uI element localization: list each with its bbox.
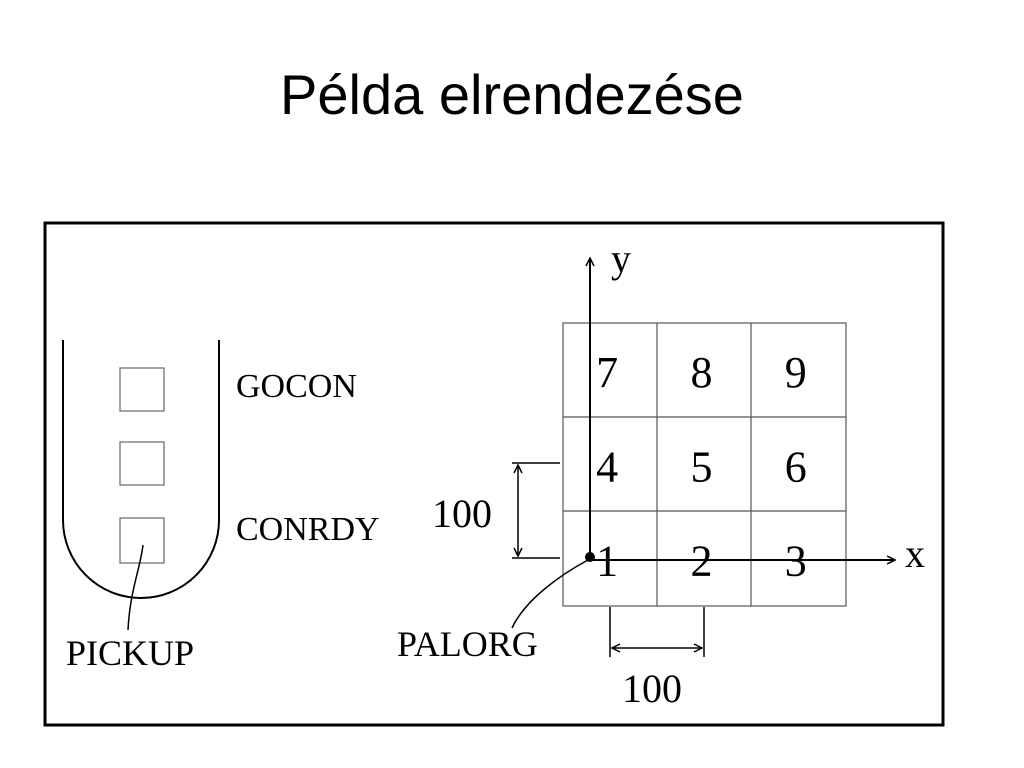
grid-cell-5: 5 [690, 442, 712, 491]
grid-cell-3: 3 [785, 537, 807, 586]
grid-cell-2: 2 [690, 537, 712, 586]
conveyor-slot-middle [119, 441, 165, 486]
y-axis-label: y [611, 236, 631, 281]
grid-cell-7: 7 [596, 348, 618, 397]
dimension-horizontal-label: 100 [622, 666, 682, 711]
grid-cell-1: 1 [596, 537, 618, 586]
grid-cell-8: 8 [690, 348, 712, 397]
label-palorg: PALORG [397, 624, 538, 664]
palorg-leader [511, 559, 589, 629]
slide-title: Példa elrendezése [280, 63, 744, 126]
pallet-grid [562, 322, 847, 607]
grid-cell-4: 4 [596, 442, 618, 491]
label-pickup: PICKUP [66, 633, 194, 673]
vertical-dimension [512, 462, 560, 559]
label-conrdy: CONRDY [236, 511, 380, 548]
conveyor-slot-pickup [119, 517, 165, 564]
label-gocon: GOCON [236, 368, 357, 405]
grid-cell-6: 6 [785, 442, 807, 491]
dimension-vertical-label: 100 [432, 491, 492, 536]
diagram-frame [43, 221, 945, 727]
cell-numbers: 7 8 9 4 5 6 1 2 3 [596, 348, 807, 586]
pickup-leader [127, 544, 144, 631]
x-axis-label: x [905, 531, 925, 576]
conveyor-slot-gocon [119, 367, 165, 412]
grid-cell-9: 9 [785, 348, 807, 397]
conveyor-outline [62, 340, 220, 599]
horizontal-dimension [609, 607, 705, 657]
